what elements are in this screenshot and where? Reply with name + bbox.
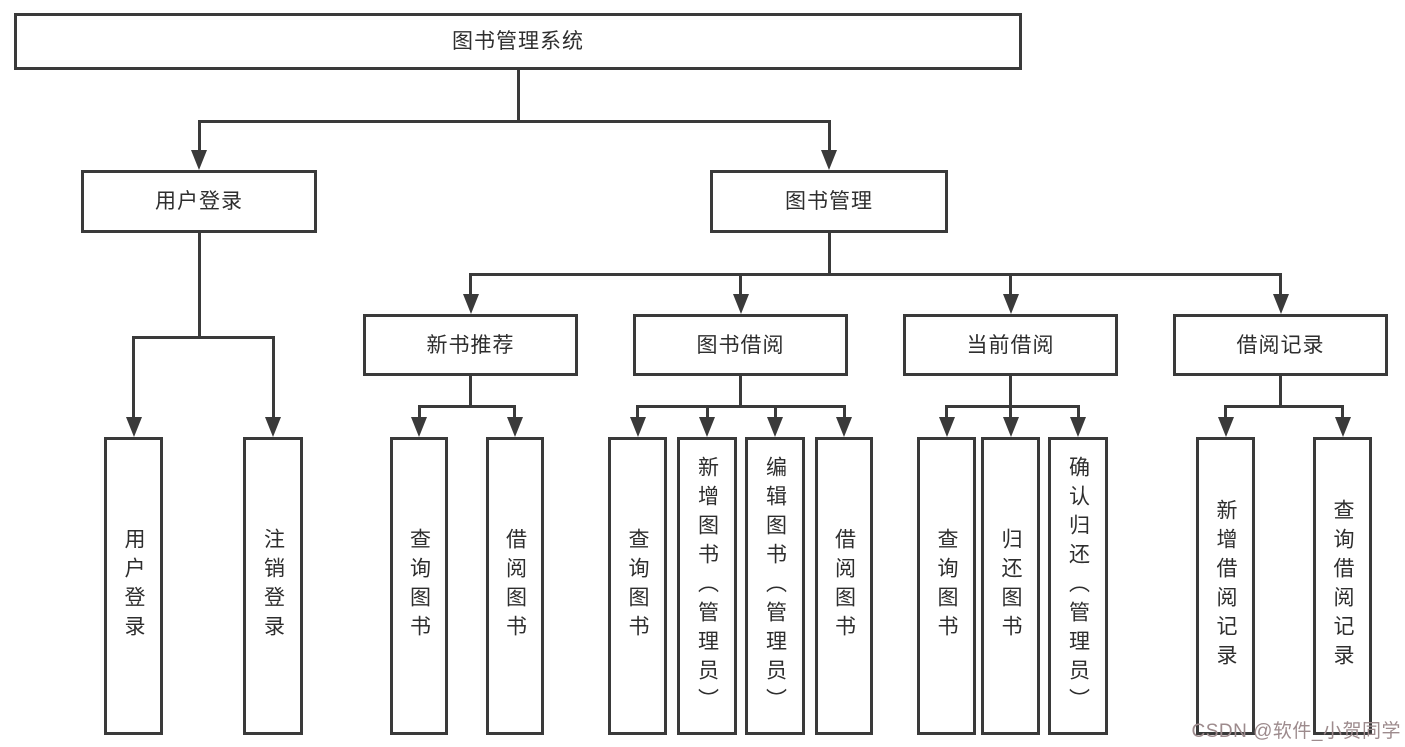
edge-groupC-drop-3 bbox=[1077, 405, 1080, 417]
arrow-to-leaf-borrow-book-1 bbox=[507, 417, 523, 437]
leaf-query-book-3-label: 查询图书 bbox=[935, 528, 958, 644]
edge-bookmgmt-drop-3 bbox=[1009, 273, 1012, 294]
edge-userlogin-stub bbox=[198, 233, 201, 336]
edge-groupB-stub bbox=[739, 376, 742, 405]
edge-groupA-hbar bbox=[418, 405, 516, 408]
arrow-to-leaf-query-book-3 bbox=[939, 417, 955, 437]
edge-groupD-hbar bbox=[1224, 405, 1344, 408]
arrow-to-leaf-add-book bbox=[699, 417, 715, 437]
node-new-book-rec: 新书推荐 bbox=[363, 314, 578, 376]
node-root: 图书管理系统 bbox=[14, 13, 1022, 70]
leaf-add-borrow-record: 新增借阅记录 bbox=[1196, 437, 1255, 735]
edge-groupA-stub bbox=[469, 376, 472, 405]
arrow-to-leaf-return-book bbox=[1003, 417, 1019, 437]
leaf-query-borrow-record-label: 查询借阅记录 bbox=[1331, 499, 1354, 673]
leaf-borrow-book-2-label: 借阅图书 bbox=[832, 528, 856, 644]
leaf-borrow-book-1: 借阅图书 bbox=[486, 437, 544, 735]
node-user-login: 用户登录 bbox=[81, 170, 317, 233]
leaf-user-login-label: 用户登录 bbox=[122, 528, 145, 644]
edge-bookmgmt-hbar bbox=[469, 273, 1282, 276]
arrow-to-leaf-confirm-return bbox=[1070, 417, 1086, 437]
edge-userlogin-drop-2 bbox=[272, 336, 275, 417]
leaf-logout-label: 注销登录 bbox=[261, 528, 285, 644]
leaf-add-book-label: 新增图书（管理员） bbox=[695, 455, 719, 717]
edge-bookmgmt-drop-2 bbox=[739, 273, 742, 294]
edge-root-hbar bbox=[198, 120, 831, 123]
node-root-label: 图书管理系统 bbox=[452, 30, 584, 53]
csdn-watermark: CSDN @软件_小贺同学 bbox=[1191, 721, 1401, 742]
arrow-to-current-borrow bbox=[1003, 294, 1019, 314]
edge-groupC-drop-2 bbox=[1009, 405, 1012, 417]
leaf-query-borrow-record: 查询借阅记录 bbox=[1313, 437, 1372, 735]
arrow-to-leaf-user-login bbox=[126, 417, 142, 437]
edge-bookmgmt-drop-4 bbox=[1279, 273, 1282, 294]
leaf-query-book-2: 查询图书 bbox=[608, 437, 667, 735]
node-user-login-label: 用户登录 bbox=[155, 190, 243, 213]
edge-groupB-drop-4 bbox=[843, 405, 846, 417]
node-book-mgmt: 图书管理 bbox=[710, 170, 948, 233]
node-borrow-records: 借阅记录 bbox=[1173, 314, 1388, 376]
arrow-to-leaf-query-borrow-record bbox=[1335, 417, 1351, 437]
leaf-confirm-return-label: 确认归还（管理员） bbox=[1066, 455, 1090, 717]
arrow-to-book-borrow bbox=[733, 294, 749, 314]
edge-bookmgmt-stub bbox=[828, 233, 831, 273]
edge-groupC-drop-1 bbox=[945, 405, 948, 417]
arrow-to-leaf-query-book-2 bbox=[630, 417, 646, 437]
edge-groupD-drop-2 bbox=[1341, 405, 1344, 417]
edge-groupA-drop-2 bbox=[513, 405, 516, 417]
edge-groupB-drop-2 bbox=[706, 405, 709, 417]
edge-userlogin-drop-1 bbox=[132, 336, 135, 417]
arrow-to-leaf-borrow-book-2 bbox=[836, 417, 852, 437]
arrow-to-leaf-query-book-1 bbox=[411, 417, 427, 437]
leaf-add-borrow-record-label: 新增借阅记录 bbox=[1214, 499, 1237, 673]
edge-groupD-stub bbox=[1279, 376, 1282, 405]
edge-groupB-drop-1 bbox=[636, 405, 639, 417]
node-book-mgmt-label: 图书管理 bbox=[785, 190, 873, 213]
leaf-borrow-book-1-label: 借阅图书 bbox=[503, 528, 527, 644]
arrow-to-leaf-logout bbox=[265, 417, 281, 437]
node-borrow-records-label: 借阅记录 bbox=[1236, 333, 1325, 357]
leaf-add-book: 新增图书（管理员） bbox=[677, 437, 737, 735]
leaf-query-book-1: 查询图书 bbox=[390, 437, 448, 735]
leaf-query-book-3: 查询图书 bbox=[917, 437, 976, 735]
edge-userlogin-hbar bbox=[132, 336, 274, 339]
arrow-to-borrow-records bbox=[1273, 294, 1289, 314]
leaf-confirm-return: 确认归还（管理员） bbox=[1048, 437, 1108, 735]
arrow-to-user-login bbox=[191, 150, 207, 170]
edge-groupC-hbar bbox=[945, 405, 1080, 408]
arrow-to-new-book-rec bbox=[463, 294, 479, 314]
leaf-borrow-book-2: 借阅图书 bbox=[815, 437, 873, 735]
leaf-logout: 注销登录 bbox=[243, 437, 303, 735]
edge-root-drop-left bbox=[198, 120, 201, 150]
edge-groupD-drop-1 bbox=[1224, 405, 1227, 417]
edge-root-drop-right bbox=[828, 120, 831, 150]
leaf-user-login: 用户登录 bbox=[104, 437, 163, 735]
arrow-to-book-mgmt bbox=[821, 150, 837, 170]
leaf-query-book-1-label: 查询图书 bbox=[407, 528, 431, 644]
arrow-to-leaf-edit-book bbox=[767, 417, 783, 437]
leaf-return-book-label: 归还图书 bbox=[999, 528, 1022, 644]
arrow-to-leaf-add-borrow-record bbox=[1218, 417, 1234, 437]
node-book-borrow: 图书借阅 bbox=[633, 314, 848, 376]
leaf-edit-book: 编辑图书（管理员） bbox=[745, 437, 805, 735]
node-book-borrow-label: 图书借阅 bbox=[696, 333, 785, 357]
edge-groupB-hbar bbox=[636, 405, 846, 408]
edge-groupC-stub bbox=[1009, 376, 1012, 405]
node-new-book-rec-label: 新书推荐 bbox=[426, 333, 515, 357]
leaf-query-book-2-label: 查询图书 bbox=[626, 528, 649, 644]
leaf-return-book: 归还图书 bbox=[981, 437, 1040, 735]
edge-groupB-drop-3 bbox=[774, 405, 777, 417]
edge-root-stub bbox=[517, 70, 520, 120]
node-current-borrow-label: 当前借阅 bbox=[966, 333, 1055, 357]
edge-groupA-drop-1 bbox=[418, 405, 421, 417]
node-current-borrow: 当前借阅 bbox=[903, 314, 1118, 376]
edge-bookmgmt-drop-1 bbox=[469, 273, 472, 294]
leaf-edit-book-label: 编辑图书（管理员） bbox=[763, 455, 787, 717]
